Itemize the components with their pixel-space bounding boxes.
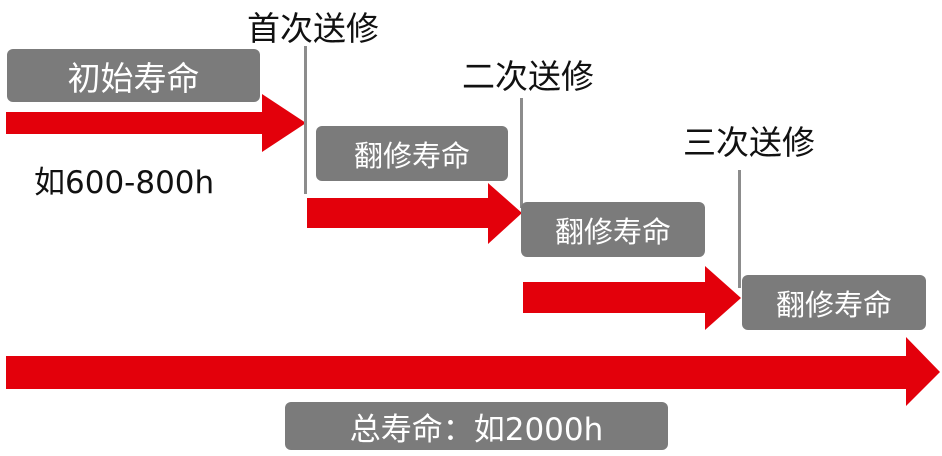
first-repair-life-box: 翻修寿命 — [316, 126, 508, 181]
initial-life-box: 初始寿命 — [7, 49, 260, 102]
third-repair-life-box: 翻修寿命 — [742, 275, 926, 330]
first-repair-life-label: 翻修寿命 — [353, 138, 470, 173]
second-repair-marker-line — [520, 98, 523, 208]
initial-life-arrow-shape — [6, 94, 306, 152]
first-repair-marker-line — [304, 46, 307, 194]
third-repair-marker-line — [738, 170, 741, 288]
third-repair-label: 三次送修 — [683, 123, 815, 162]
first-repair-label: 首次送修 — [247, 9, 379, 48]
total-life-box: 总寿命：如2000h — [285, 402, 668, 450]
initial-life-note: 如600-800h — [34, 165, 215, 201]
total-life-label: 总寿命：如2000h — [349, 411, 604, 448]
second-repair-life-label: 翻修寿命 — [554, 214, 671, 249]
second-repair-life-box: 翻修寿命 — [521, 202, 705, 257]
second-repair-label: 二次送修 — [462, 57, 594, 96]
third-repair-life-label: 翻修寿命 — [775, 287, 892, 322]
initial-life-label: 初始寿命 — [67, 58, 200, 98]
